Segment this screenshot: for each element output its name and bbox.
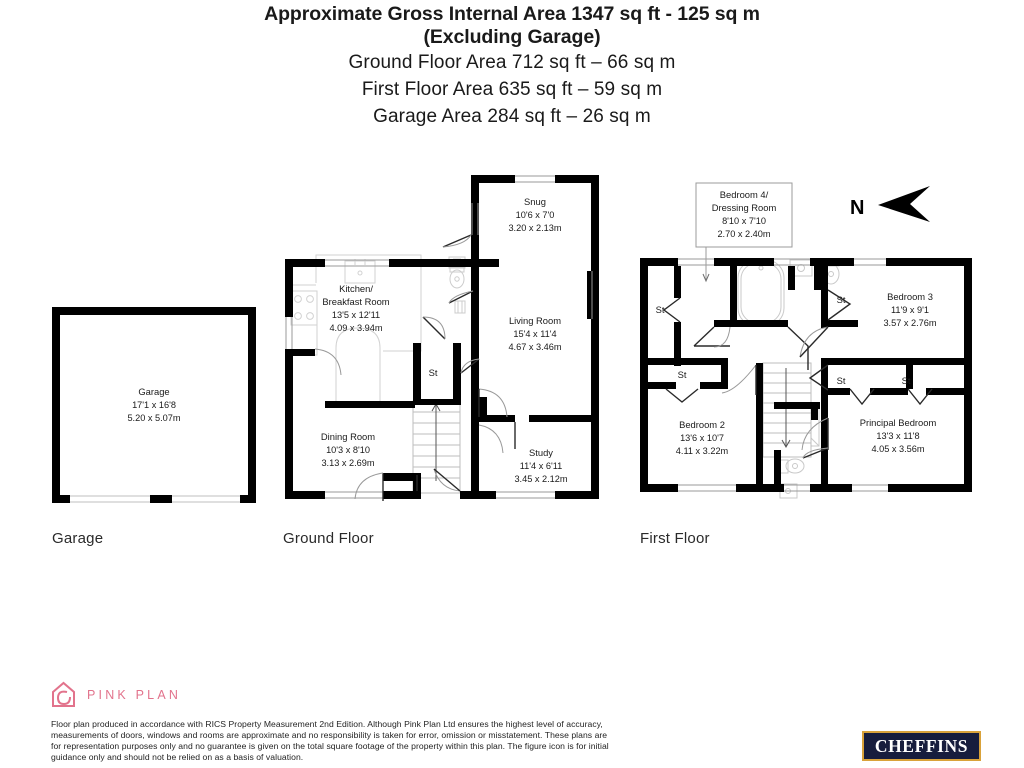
cheffins-wordmark: CHEFFINS	[874, 735, 969, 756]
storage-label-4: St	[902, 375, 911, 386]
north-arrow-icon: N	[850, 186, 930, 222]
living-room-name: Living Room	[509, 315, 561, 326]
first-floor-floorplan: Bedroom 4/ Dressing Room 8'10 x 7'10 2.7…	[638, 180, 988, 525]
pinkplan-wordmark: PINK PLAN	[87, 688, 182, 702]
garage-room-imperial: 17'1 x 16'8	[132, 400, 176, 410]
caption-first-floor: First Floor	[640, 530, 710, 547]
storage-label-0: St	[656, 304, 665, 315]
bedroom3-imperial: 11'9 x 9'1	[891, 305, 929, 315]
bedroom2-label: Bedroom 2 13'6 x 10'7 4.11 x 3.22m	[676, 419, 729, 456]
pinkplan-house-icon	[52, 681, 75, 707]
first-floor-doors	[662, 289, 933, 459]
bedroom4-name-line1: Bedroom 4/	[720, 189, 769, 200]
storage-label-3: St	[837, 375, 846, 386]
bedroom2-metric: 4.11 x 3.22m	[676, 446, 729, 456]
ground-floor-windows	[285, 175, 593, 499]
kitchen-room-imperial: 13'5 x 12'11	[332, 310, 380, 320]
kitchen-room-name-line1: Kitchen/	[339, 283, 373, 294]
bedroom4-name-line2: Dressing Room	[712, 202, 777, 213]
storage-label-2: St	[837, 294, 846, 305]
garage-walls	[52, 307, 256, 503]
living-room-label: Living Room 15'4 x 11'4 4.67 x 3.46m	[508, 315, 561, 352]
first-floor-plan-svg: Bedroom 4/ Dressing Room 8'10 x 7'10 2.7…	[640, 182, 972, 499]
principal-bedroom-metric: 4.05 x 3.56m	[871, 444, 924, 454]
kitchen-room-label: Kitchen/ Breakfast Room 13'5 x 12'11 4.0…	[322, 283, 389, 333]
first-floor-walls	[640, 258, 972, 492]
living-room-metric: 4.67 x 3.46m	[508, 342, 561, 352]
first-floor-staircase	[762, 362, 812, 458]
dining-room-label: Dining Room 10'3 x 8'10 3.13 x 2.69m	[321, 431, 375, 468]
dining-room-metric: 3.13 x 2.69m	[321, 458, 374, 468]
dining-room-name: Dining Room	[321, 431, 375, 442]
bedroom3-label: Bedroom 3 11'9 x 9'1 3.57 x 2.76m	[883, 291, 936, 328]
pinkplan-logo: PINK PLAN	[50, 681, 181, 709]
header-first-floor-area: First Floor Area 635 sq ft – 59 sq m	[361, 79, 663, 100]
ground-floor-doors	[314, 234, 516, 501]
bedroom2-imperial: 13'6 x 10'7	[680, 433, 724, 443]
ground-floor-floorplan: Snug 10'6 x 7'0 3.20 x 2.13m Kitchen/ Br…	[283, 173, 623, 523]
bedroom4-callout: Bedroom 4/ Dressing Room 8'10 x 7'10 2.7…	[695, 182, 793, 283]
bedroom3-name: Bedroom 3	[887, 291, 933, 302]
garage-room-name: Garage	[138, 386, 169, 397]
ground-floor-plan-svg: Snug 10'6 x 7'0 3.20 x 2.13m Kitchen/ Br…	[285, 175, 599, 501]
bedroom4-imperial: 8'10 x 7'10	[722, 216, 766, 226]
snug-room-metric: 3.20 x 2.13m	[508, 223, 561, 233]
principal-bedroom-imperial: 13'3 x 11'8	[876, 431, 919, 441]
garage-floorplan: Garage 17'1 x 16'8 5.20 x 5.07m	[50, 305, 270, 520]
snug-room-imperial: 10'6 x 7'0	[516, 210, 555, 220]
bedroom4-metric: 2.70 x 2.40m	[717, 229, 770, 239]
kitchen-room-name-line2: Breakfast Room	[322, 296, 389, 307]
cheffins-logo: CHEFFINS	[862, 731, 981, 761]
header-ground-floor-area: Ground Floor Area 712 sq ft – 66 sq m	[348, 52, 676, 73]
dining-room-imperial: 10'3 x 8'10	[326, 445, 370, 455]
disclaimer-text: Floor plan produced in accordance with R…	[51, 719, 609, 762]
living-room-imperial: 15'4 x 11'4	[513, 329, 556, 339]
header-garage-area: Garage Area 284 sq ft – 26 sq m	[373, 106, 651, 127]
caption-ground-floor: Ground Floor	[283, 530, 374, 547]
snug-room-label: Snug 10'6 x 7'0 3.20 x 2.13m	[508, 196, 561, 233]
caption-garage: Garage	[52, 530, 104, 547]
header: Approximate Gross Internal Area 1347 sq …	[0, 0, 1024, 130]
garage-door-opening	[70, 495, 240, 503]
snug-room-name: Snug	[524, 196, 546, 207]
ground-floor-walls	[285, 175, 599, 499]
study-room-metric: 3.45 x 2.12m	[514, 474, 567, 484]
garage-room-metric: 5.20 x 5.07m	[127, 413, 180, 423]
principal-bedroom-name: Principal Bedroom	[860, 417, 937, 428]
study-room-name: Study	[529, 447, 553, 458]
garage-plan-svg: Garage 17'1 x 16'8 5.20 x 5.07m	[52, 307, 256, 503]
first-floor-windows	[678, 258, 888, 492]
bedroom3-metric: 3.57 x 2.76m	[883, 318, 936, 328]
north-label: N	[850, 197, 864, 219]
garage-room-label: Garage 17'1 x 16'8 5.20 x 5.07m	[127, 386, 180, 423]
study-room-imperial: 11'4 x 6'11	[520, 461, 563, 471]
header-gross-area: Approximate Gross Internal Area 1347 sq …	[264, 3, 760, 25]
storage-label-1: St	[678, 369, 687, 380]
study-room-label: Study 11'4 x 6'11 3.45 x 2.12m	[514, 447, 567, 484]
bedroom2-name: Bedroom 2	[679, 419, 725, 430]
principal-bedroom-label: Principal Bedroom 13'3 x 11'8 4.05 x 3.5…	[860, 417, 937, 454]
kitchen-room-metric: 4.09 x 3.94m	[329, 323, 382, 333]
ground-floor-storage-label: St	[429, 367, 438, 378]
header-excluding-garage: (Excluding Garage)	[423, 26, 601, 48]
